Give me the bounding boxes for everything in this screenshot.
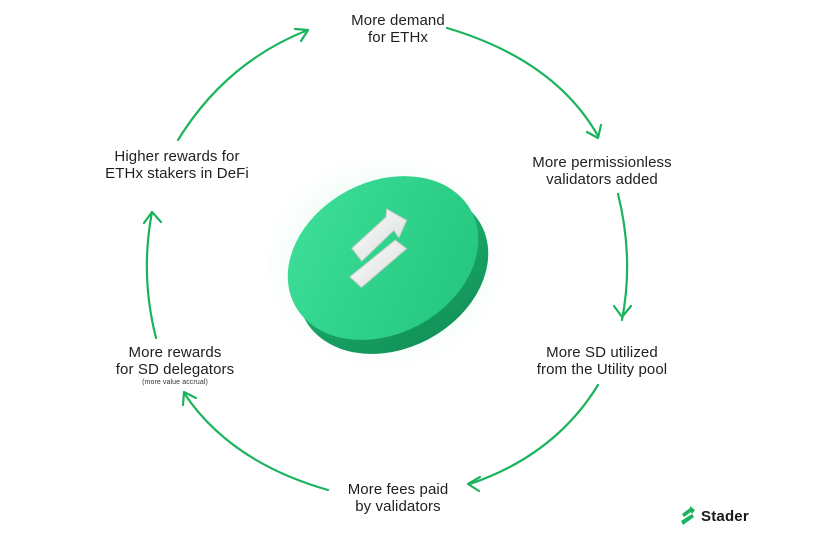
arrowhead-to-higher-rewards: [142, 210, 163, 225]
arc-higher-rewards-to-demand: [176, 28, 310, 142]
node-line: More SD utilized: [546, 344, 658, 361]
cycle-arcs: [145, 26, 629, 492]
node-more-sd-utilized: More SD utilized from the Utility pool: [512, 344, 692, 378]
arc-rewards-to-higher-rewards: [145, 210, 158, 340]
node-line: validators added: [546, 171, 658, 188]
arrowhead-to-demand: [293, 27, 310, 43]
arrowhead-to-fees: [466, 475, 482, 493]
node-line: More permissionless: [532, 154, 672, 171]
node-line: for SD delegators: [115, 361, 235, 378]
node-line: ETHx stakers in DeFi: [105, 165, 249, 182]
node-more-permissionless-validators: More permissionless validators added: [512, 154, 692, 188]
node-line: More fees paid: [347, 481, 449, 498]
node-higher-rewards-ethx-stakers: Higher rewards for ETHx stakers in DeFi: [92, 148, 262, 182]
arrowhead-to-permissionless: [585, 123, 603, 140]
node-more-rewards-sd-delegators: More rewards for SD delegators (more val…: [100, 344, 250, 387]
arc-permissionless-to-sd-utilized: [616, 192, 629, 322]
cycle-arrowheads: [142, 27, 633, 493]
node-line: for ETHx: [368, 29, 428, 46]
stader-logo-icon: [681, 506, 695, 525]
node-line: More demand: [351, 12, 445, 29]
node-more-demand: More demand for ETHx: [318, 12, 478, 46]
node-line: by validators: [355, 498, 441, 515]
stader-brand: Stader: [681, 506, 749, 526]
node-line: Higher rewards for: [114, 148, 240, 165]
arc-fees-to-rewards: [182, 391, 330, 492]
node-line: More rewards: [128, 344, 222, 361]
node-note: (more value accrual): [142, 379, 208, 386]
node-more-fees-paid: More fees paid by validators: [318, 481, 478, 515]
brand-name: Stader: [701, 507, 749, 525]
arrowhead-to-rewards: [181, 390, 198, 407]
stader-coin-icon: [250, 142, 520, 382]
node-line: from the Utility pool: [536, 361, 668, 378]
arc-demand-to-permissionless: [445, 26, 600, 138]
arrowhead-to-sd-utilized: [612, 304, 633, 319]
arc-sd-utilized-to-fees: [468, 383, 600, 486]
